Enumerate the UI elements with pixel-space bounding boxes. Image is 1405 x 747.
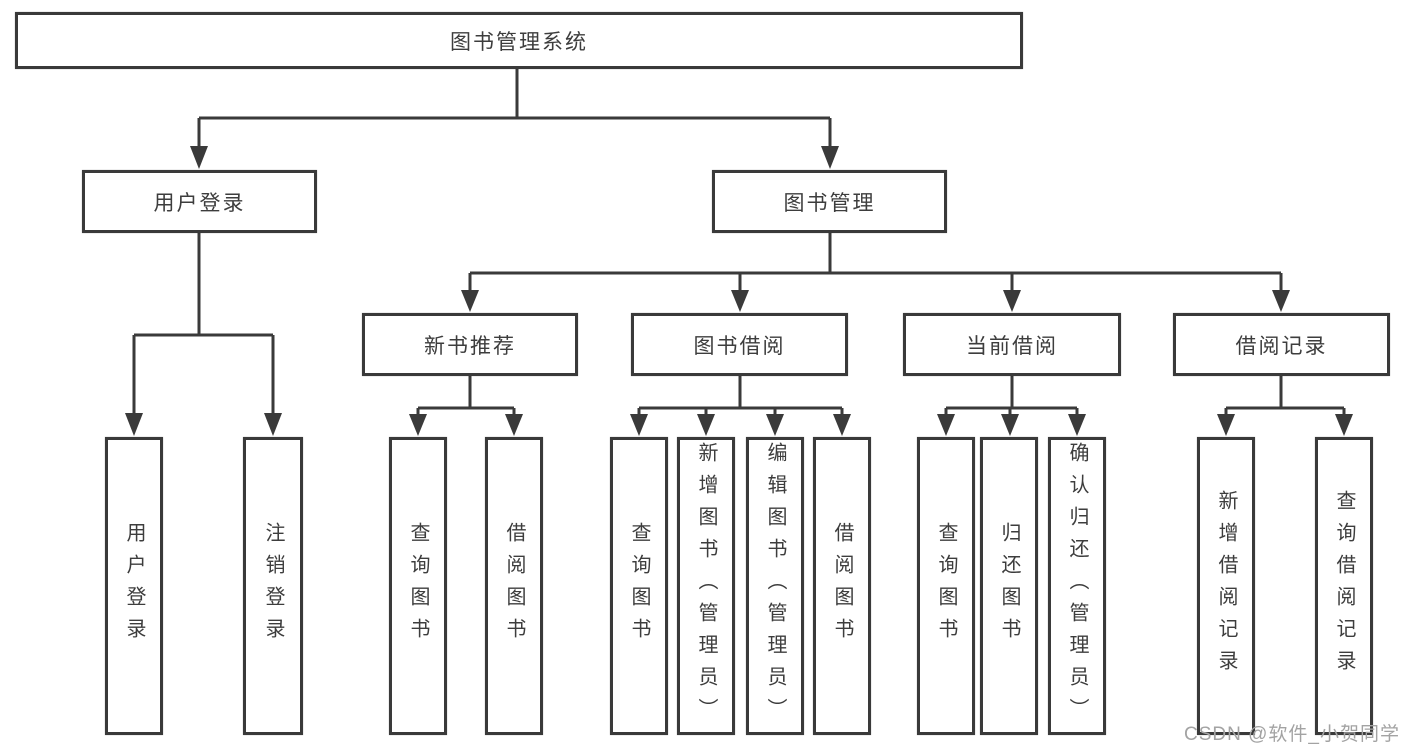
node-label: 新增借阅记录: [1215, 490, 1237, 682]
node-label: 图书管理: [783, 191, 876, 215]
node-label: 新书推荐: [424, 334, 516, 358]
node-label: 借阅图书: [503, 522, 525, 650]
leaf-user-login: 用户登录: [105, 437, 163, 735]
node-label: 查询图书: [407, 522, 429, 650]
leaf-query-borrow-record: 查询借阅记录: [1315, 437, 1373, 735]
node-current-borrowing: 当前借阅: [903, 313, 1121, 376]
node-label: 借阅图书: [831, 522, 853, 650]
node-label: 用户登录: [153, 191, 246, 215]
node-label: 编辑图书（管理员）: [764, 442, 786, 730]
node-label: 借阅记录: [1235, 334, 1328, 358]
node-label: 图书管理系统: [450, 30, 588, 54]
node-label: 注销登录: [262, 522, 284, 650]
node-label: 当前借阅: [966, 334, 1058, 358]
node-book-management: 图书管理: [712, 170, 947, 233]
node-new-book-recommendation: 新书推荐: [362, 313, 578, 376]
node-label: 查询图书: [628, 522, 650, 650]
node-label: 查询图书: [935, 522, 957, 650]
leaf-edit-books-admin: 编辑图书（管理员）: [746, 437, 804, 735]
node-borrowing-records: 借阅记录: [1173, 313, 1390, 376]
leaf-return-books: 归还图书: [980, 437, 1038, 735]
leaf-query-books-borrow: 查询图书: [610, 437, 668, 735]
leaf-query-books-current: 查询图书: [917, 437, 975, 735]
leaf-add-borrow-record: 新增借阅记录: [1197, 437, 1255, 735]
node-label: 新增图书（管理员）: [695, 442, 717, 730]
leaf-confirm-return-admin: 确认归还（管理员）: [1048, 437, 1106, 735]
node-label: 确认归还（管理员）: [1066, 442, 1088, 730]
leaf-logout: 注销登录: [243, 437, 303, 735]
node-label: 图书借阅: [693, 334, 786, 358]
node-label: 查询借阅记录: [1333, 490, 1355, 682]
node-label: 归还图书: [998, 522, 1020, 650]
node-book-borrowing: 图书借阅: [631, 313, 848, 376]
leaf-add-books-admin: 新增图书（管理员）: [677, 437, 735, 735]
node-library-management-system: 图书管理系统: [15, 12, 1023, 69]
leaf-borrow-books: 借阅图书: [813, 437, 871, 735]
node-user-login: 用户登录: [82, 170, 317, 233]
leaf-borrow-books-recommend: 借阅图书: [485, 437, 543, 735]
watermark: CSDN @软件_小贺同学: [1184, 724, 1400, 745]
node-label: 用户登录: [123, 522, 145, 650]
leaf-query-books-recommend: 查询图书: [389, 437, 447, 735]
